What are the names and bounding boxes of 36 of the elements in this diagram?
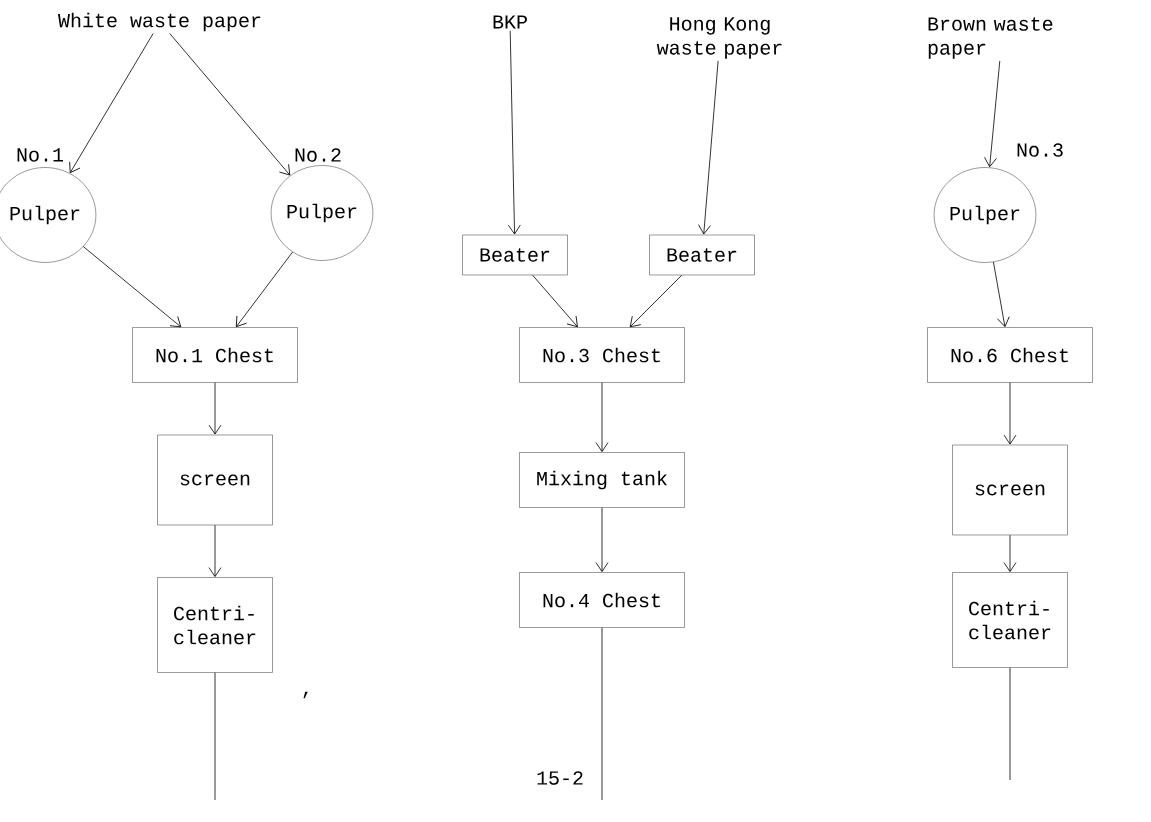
process-box: Mixing tank — [519, 452, 685, 508]
source-label: BKP — [493, 15, 527, 29]
arrow — [507, 30, 521, 235]
arrow — [1003, 534, 1017, 572]
arrow — [595, 382, 609, 452]
process-box: No.3 Chest — [519, 327, 685, 383]
process-box: No.6 Chest — [927, 327, 1093, 383]
process-box: screen — [157, 434, 273, 526]
process-box: screen — [952, 444, 1068, 536]
source-label: White waste paper — [58, 12, 261, 32]
source-label: Hong Kong waste paper — [656, 17, 782, 59]
process-box: Centri- cleaner — [157, 577, 273, 673]
process-box: Beater — [462, 234, 568, 276]
number-label: No.1 — [17, 148, 63, 162]
arrow — [82, 246, 182, 328]
process-box: No.1 Chest — [132, 327, 298, 383]
arrow — [69, 33, 154, 174]
arrow — [984, 60, 1001, 168]
arrow — [532, 274, 578, 328]
arrow — [629, 274, 683, 328]
number-label: No.3 — [1017, 143, 1063, 157]
arrow — [208, 382, 222, 435]
arrow — [993, 261, 1010, 327]
arrow — [169, 33, 291, 176]
process-box: Beater — [649, 234, 755, 276]
process-box: Centri- cleaner — [952, 572, 1068, 668]
source-label: Brown waste paper — [928, 17, 1053, 59]
arrow — [698, 60, 719, 235]
arrow — [235, 251, 293, 328]
arrow — [208, 524, 222, 577]
note-label: 15-2 — [537, 771, 583, 785]
number-label: No.2 — [295, 148, 341, 162]
arrow — [1003, 382, 1017, 445]
note-label: , — [303, 691, 308, 699]
arrow — [595, 507, 609, 572]
process-box: No.4 Chest — [519, 572, 685, 628]
